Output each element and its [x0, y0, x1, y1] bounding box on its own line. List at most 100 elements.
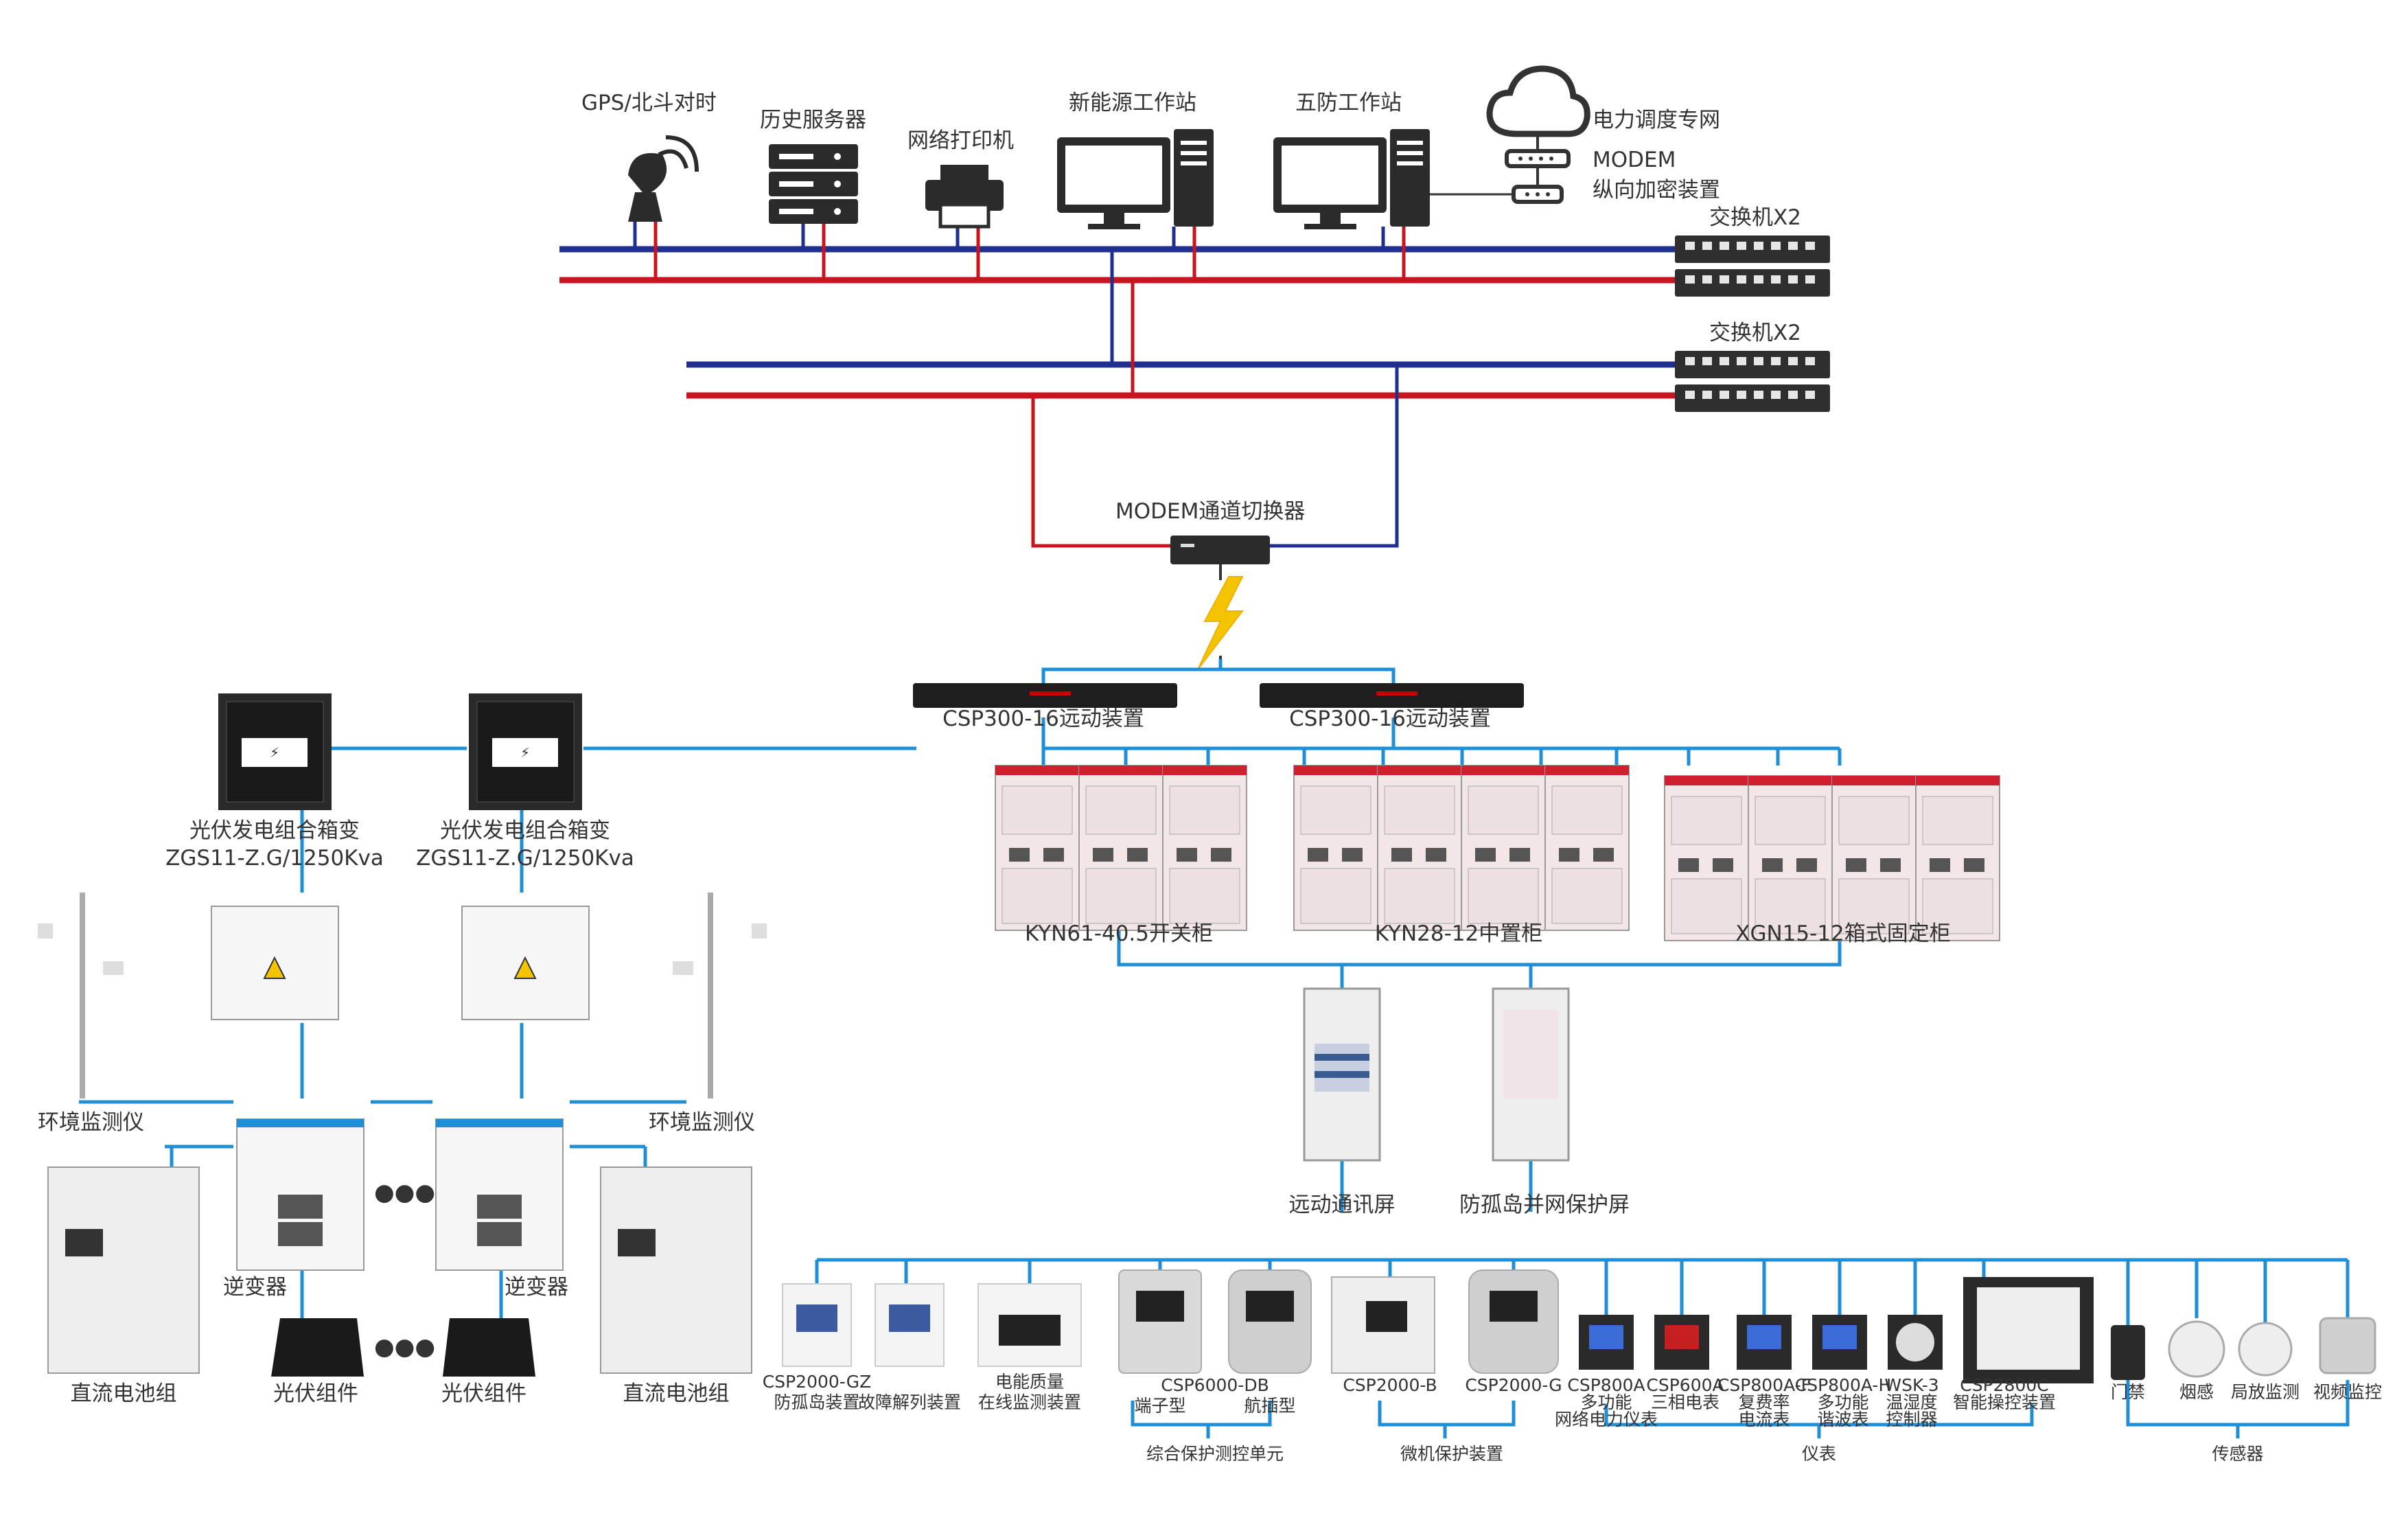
switch-top: [1675, 235, 1830, 412]
rtu-left: [913, 683, 1177, 708]
combiner-box-1: [211, 906, 339, 1020]
box-transformer-2: ⚡: [469, 693, 582, 810]
wufang-ws-label: 五防工作站: [1295, 91, 1402, 115]
anti-island-screen-label: 防孤岛并网保护屏: [1459, 1193, 1630, 1217]
xgn15-cabinet: [1664, 775, 2000, 941]
box-name-1: 光伏发电组合箱变: [189, 818, 360, 843]
sensors: [2111, 1317, 2376, 1380]
group-meter-label: 仪表: [1801, 1444, 1837, 1464]
pd-label: 局放监测: [2230, 1382, 2300, 1402]
remote-comm-label: 远动通讯屏: [1288, 1193, 1396, 1217]
modem-switcher-label: MODEM通道切换器: [1115, 499, 1306, 524]
rtu-right: [1260, 683, 1524, 708]
inverter-right: [435, 1118, 564, 1271]
modem-switcher-icon: [1170, 536, 1270, 580]
env-monitor-right: [673, 893, 767, 1099]
door-label: 门禁: [2110, 1382, 2146, 1402]
kyn61-label: KYN61-40.5开关柜: [1024, 921, 1214, 946]
m800-model-label: CSP800A: [1567, 1375, 1645, 1395]
xgn15-label: XGN15-12箱式固定柜: [1735, 921, 1951, 946]
lightning-icon: [1197, 576, 1244, 670]
c2800-n1-label: 智能操控装置: [1952, 1392, 2057, 1412]
ellipsis-lower: ●●●: [374, 1333, 436, 1361]
csp6000-db-terminal: [1118, 1269, 1202, 1374]
video-label: 视频监控: [2313, 1382, 2383, 1402]
printer-label: 网络打印机: [907, 128, 1014, 153]
inverter-left-label: 逆变器: [223, 1275, 287, 1300]
m800-n2-label: 网络电力仪表: [1554, 1410, 1658, 1429]
battery-right-label: 直流电池组: [623, 1381, 730, 1406]
encrypt-label: 纵向加密装置: [1593, 178, 1720, 203]
rtu-right-label: CSP300-16远动装置: [1289, 706, 1491, 731]
m600-model-label: CSP600A: [1646, 1375, 1724, 1395]
inverter-right-label: 逆变器: [505, 1275, 568, 1300]
anti-island-screen: [1492, 987, 1570, 1162]
wsk-n2-label: 控制器: [1886, 1410, 1938, 1429]
switch-mid-label: 交换机X2: [1709, 321, 1801, 345]
svg-text:⚡: ⚡: [520, 744, 530, 761]
box-model-1: ZGS11-Z.G/1250Kva: [165, 846, 384, 871]
switch-top-label: 交换机X2: [1709, 205, 1801, 230]
rtu-left-label: CSP300-16远动装置: [942, 706, 1144, 731]
combiner-box-2: [461, 906, 590, 1020]
encryption-device-icon: [1512, 185, 1564, 204]
modem-label: MODEM: [1593, 148, 1676, 172]
new-energy-ws-label: 新能源工作站: [1069, 91, 1196, 115]
kyn61-cabinet: [995, 765, 1247, 931]
db-type2-label: 航插型: [1244, 1396, 1296, 1416]
gz-name-label: 防孤岛装置: [774, 1392, 860, 1412]
m800f-n1-label: 复费率: [1738, 1392, 1790, 1412]
g-model-label: CSP2000-G: [1465, 1375, 1562, 1395]
cloud-icon: [1486, 65, 1590, 151]
gps-label: GPS/北斗对时: [581, 91, 717, 115]
remote-comm-screen: [1303, 987, 1381, 1162]
inverter-left: [236, 1118, 364, 1271]
box-transformer-1: ⚡: [218, 693, 332, 810]
csp2800c-device: [1963, 1277, 2094, 1383]
workstation-wufang-icon: [1273, 129, 1430, 229]
link-lines: [79, 659, 2350, 1438]
csp2000-b-device: [1331, 1276, 1435, 1374]
env-left-label: 环境监测仪: [38, 1110, 144, 1135]
db-model-label: CSP6000-DB: [1161, 1375, 1269, 1395]
m800f-n2-label: 电流表: [1738, 1410, 1790, 1429]
history-server-label: 历史服务器: [760, 108, 866, 133]
env-monitor-left: [38, 893, 124, 1099]
m800f-model-label: CSP800A-F: [1717, 1375, 1811, 1395]
dispatch-net-label: 电力调度专网: [1593, 108, 1720, 133]
m800h-n2-label: 谐波表: [1817, 1410, 1869, 1429]
csp2000-gz-device: [782, 1283, 852, 1367]
group-protect-label: 综合保护测控单元: [1146, 1444, 1284, 1464]
csp2000-g-device: [1468, 1269, 1559, 1374]
top-bus: [559, 193, 1675, 548]
fault-disconnect-device: [875, 1283, 945, 1367]
satellite-icon: [628, 135, 699, 222]
group-sensor-label: 传感器: [2212, 1444, 2264, 1464]
m600-n1-label: 三相电表: [1650, 1392, 1720, 1412]
wsk-n1-label: 温湿度: [1886, 1392, 1938, 1412]
group-micro-label: 微机保护装置: [1400, 1444, 1504, 1464]
pv-module-left: [271, 1318, 364, 1377]
svg-text:⚡: ⚡: [270, 744, 279, 761]
pv-module-right: [443, 1318, 535, 1377]
box-model-2: ZGS11-Z.G/1250Kva: [416, 846, 634, 871]
c2800-model-label: CSP2800C: [1960, 1375, 2049, 1395]
modem-icon: [1505, 149, 1571, 187]
battery-left-label: 直流电池组: [70, 1381, 177, 1406]
b-model-label: CSP2000-B: [1343, 1375, 1437, 1395]
wsk-model-label: WSK-3: [1884, 1375, 1939, 1395]
pq-monitor-device: [977, 1283, 1082, 1367]
m800h-model-label: CSP800A-H: [1794, 1375, 1892, 1395]
kyn28-label: KYN28-12中置柜: [1374, 921, 1543, 946]
kyn28-cabinet: [1293, 765, 1630, 931]
smoke-label: 烟感: [2179, 1382, 2214, 1402]
battery-left: [47, 1166, 200, 1374]
csp6000-db-plug: [1228, 1269, 1312, 1374]
printer-icon: [925, 165, 1004, 229]
pv-left-label: 光伏组件: [273, 1381, 358, 1406]
battery-right: [600, 1166, 752, 1374]
box-name-2: 光伏发电组合箱变: [440, 818, 610, 843]
fault-name-label: 故障解列装置: [857, 1392, 962, 1412]
pv-right-label: 光伏组件: [441, 1381, 526, 1406]
